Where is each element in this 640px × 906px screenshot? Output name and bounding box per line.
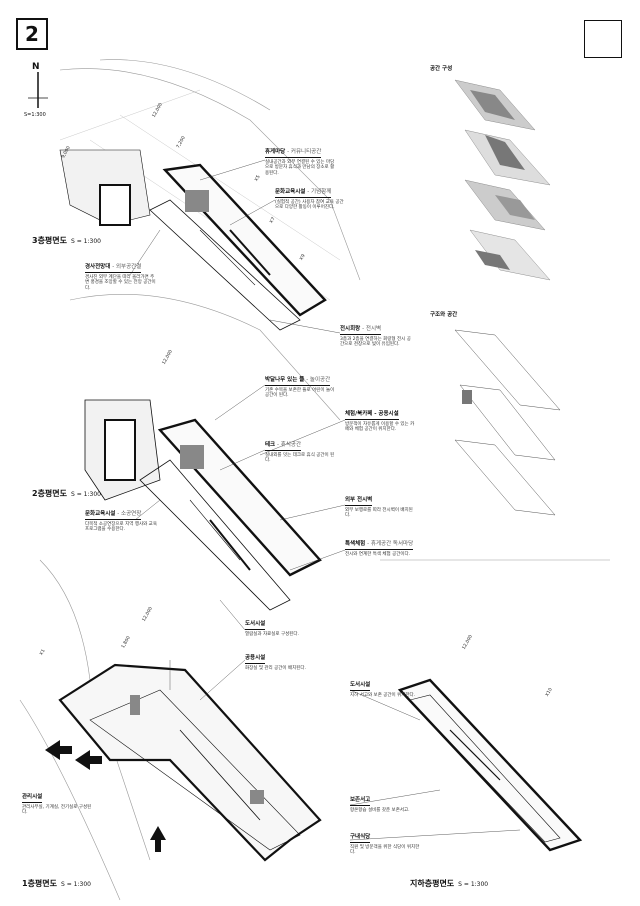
note-special-exhibit: 특색체험 - 휴게공간 독서마당 전시와 연계한 특색 체험 공간이다. xyxy=(345,541,414,557)
note-nuts-garden: 박달나무 있는 뜰 - 놀이공간 기존 수목을 보존한 뜰로 어린이 놀이공간이… xyxy=(265,377,335,399)
site-context-lines xyxy=(19,59,610,901)
floor2-plan xyxy=(84,399,322,611)
north-scale: S=1:300 xyxy=(24,112,46,118)
note-restaurant: 구내식당 직원 및 방문객을 위한 식당이 위치한다. xyxy=(350,834,420,856)
note-storage: 보존서고 항온항습 설비를 갖춘 보존서고. xyxy=(350,797,410,813)
note-culture-edu: 문화교육시설 - 기념함께 (실험적 공간) 사용자 참여 교육 공간으로 다양… xyxy=(275,189,344,211)
entry-arrow-icon xyxy=(45,740,166,852)
note-outdoor-exhibit: 외부 전시벽 외부 보행로를 따라 전시벽이 배치된다. xyxy=(345,497,413,519)
note-exhibition: 전시회랑 - 전시벽 3층과 2층을 연결하는 회랑형 전시 공간으로 천창으로… xyxy=(340,326,411,348)
note-public-facility: 공용시설 화장실 및 관리 공간이 배치된다. xyxy=(245,655,306,671)
north-label: N xyxy=(32,62,40,72)
north-arrow-icon xyxy=(28,72,48,108)
corner-box xyxy=(584,20,622,58)
space-composition-diagrams xyxy=(454,79,551,281)
floor3-plan xyxy=(59,149,327,331)
page-number: 2 xyxy=(16,18,48,50)
structure-space-title: 구조와 공간 xyxy=(430,312,458,318)
note-viewing-yard: 경사전망대 - 외부공간결 경사진 외부 계단을 따라 올라가면 주변 풍경을 … xyxy=(85,264,156,291)
structure-diagrams xyxy=(454,329,561,516)
note-lounge: 테크 - 휴식공간 실내외를 잇는 데크로 휴식 공간이 된다. xyxy=(265,442,335,464)
space-composition-title: 공간 구성 xyxy=(430,66,453,72)
basement-plan xyxy=(397,678,583,852)
leader-lines xyxy=(129,159,521,841)
floor1-plan xyxy=(58,663,322,862)
note-rest-space: 휴게마당 - 커뮤니티공간 실내공간과 외부 연결된 수 있는 마당으로 방문자… xyxy=(265,149,335,176)
note-cafe: 체험/북카페 - 공용시설 방문객이 자유롭게 이용할 수 있는 카페와 체험 … xyxy=(345,411,415,433)
note-library-basement: 도서시설 지하 서고와 보존 공간이 위치한다. xyxy=(350,682,416,698)
note-library: 도서시설 열람실과 자료실로 구성된다. xyxy=(245,621,299,637)
note-culture-edu2: 문화교육시설 - 소공연장 다목적 소공연장으로 지역 행사와 교육 프로그램을… xyxy=(85,511,157,533)
note-admin: 관리시설 관리사무실, 기계실, 전기실로 구성된다. xyxy=(22,794,92,816)
